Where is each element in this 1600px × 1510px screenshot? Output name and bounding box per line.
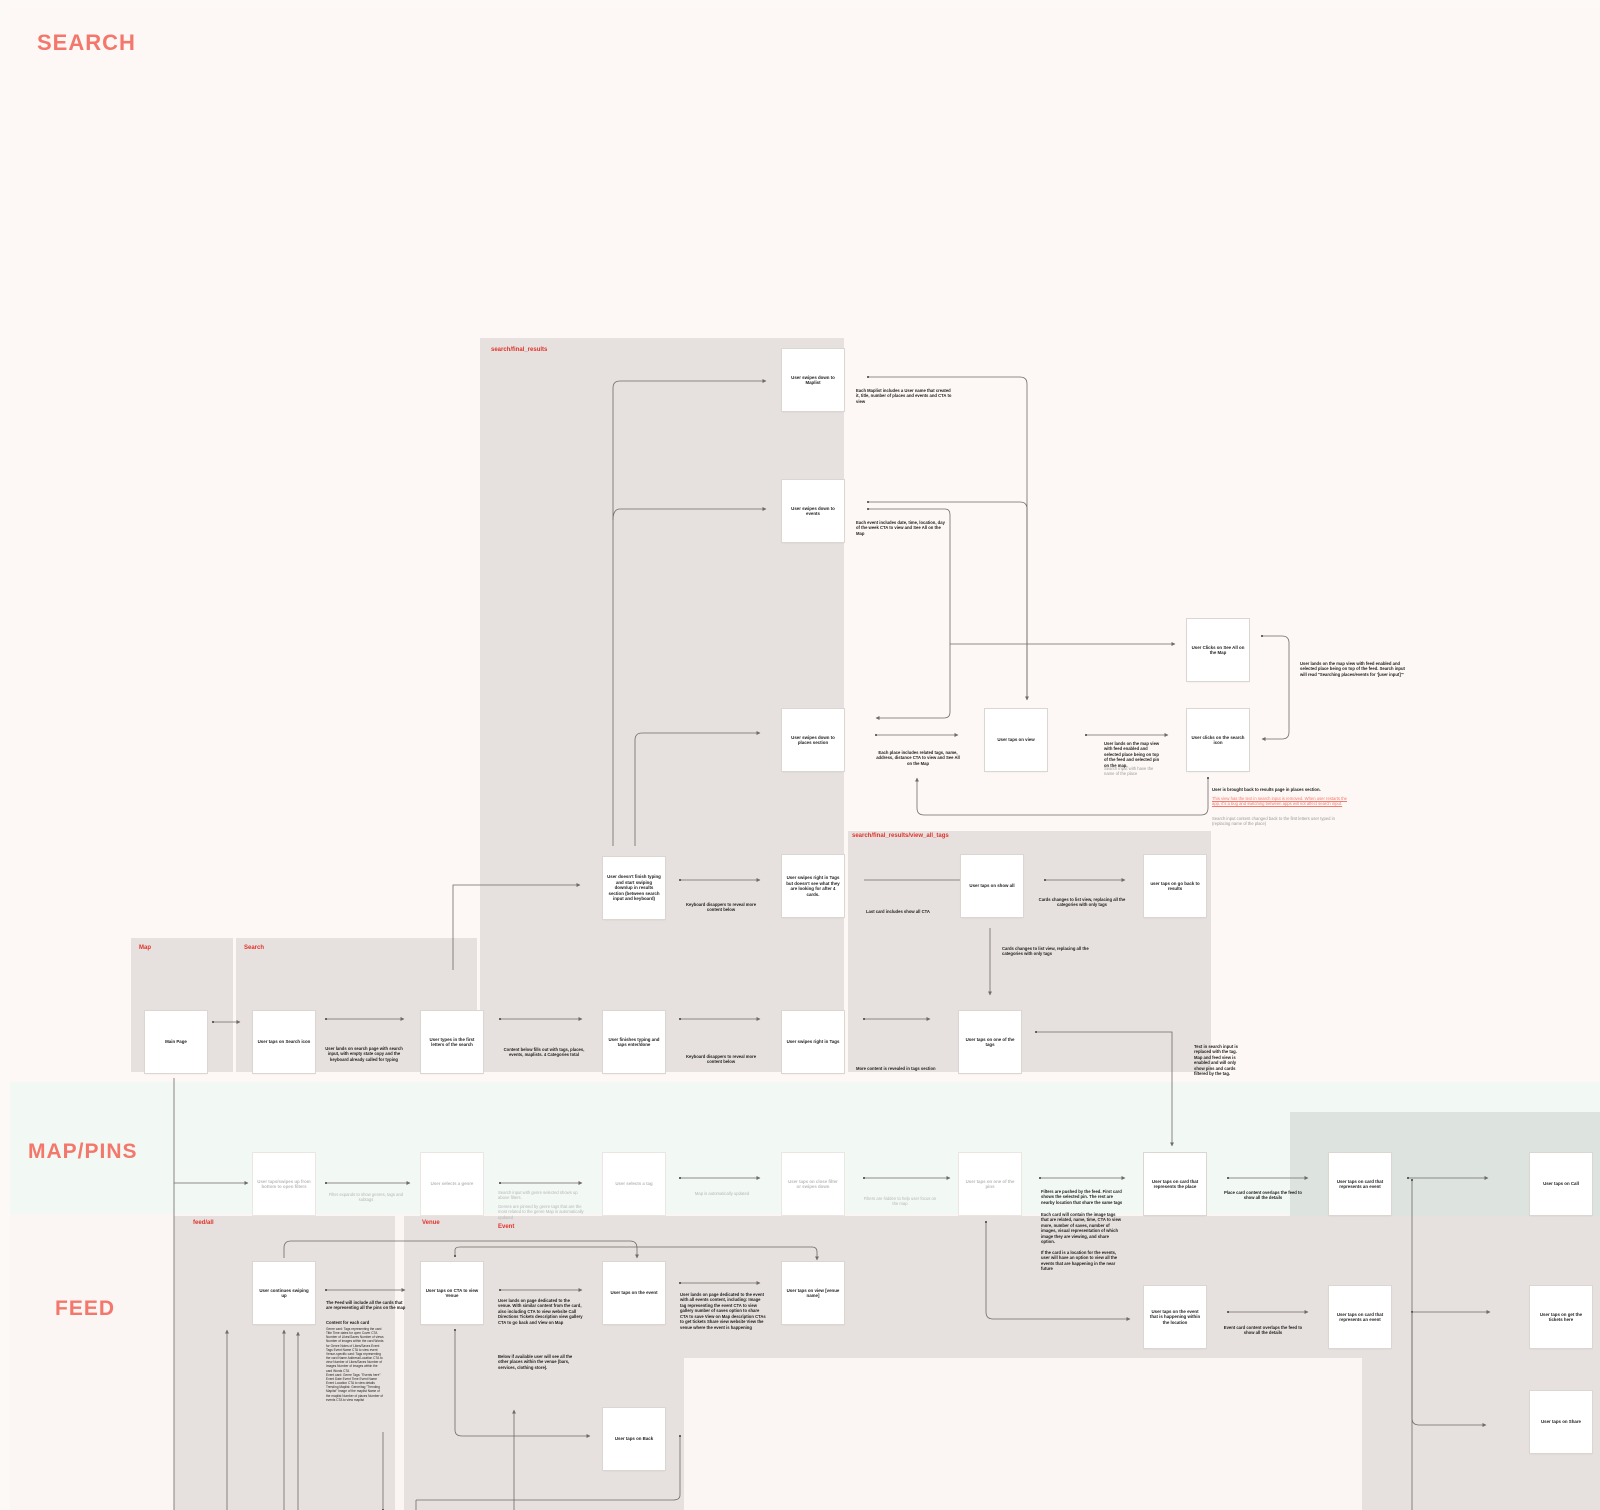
node-taps-back[interactable]: User taps on Back — [603, 1408, 665, 1470]
note-last-card: Last card includes show all CTA — [866, 909, 930, 914]
note-feed-pins: The Feed will include all the cards that… — [326, 1300, 406, 1311]
panel-final-results — [480, 338, 844, 1072]
note-genres-pins: Genres are pinned by genre tags that are… — [498, 1204, 584, 1220]
node-taps-view[interactable]: User taps on view — [985, 709, 1047, 771]
panel-label-venue: Venue — [422, 1220, 440, 1226]
node-card-place[interactable]: User taps on card that represents the pl… — [1144, 1153, 1206, 1215]
node-swipes-events[interactable]: User swipes down to events — [782, 480, 844, 542]
note-cards-list-1: Cards changes to list view, replacing al… — [1038, 897, 1126, 908]
note-kb-disappears-2: Keyboard disappers to reveal more conten… — [685, 1054, 757, 1065]
note-feed-content-title: Content for each card — [326, 1320, 370, 1325]
note-lands-map-feed: User lands on the map view with feed ena… — [1300, 661, 1405, 677]
note-more-content: More content is revealed in tags section — [856, 1066, 936, 1071]
note-red-remark: This view has the text in search input i… — [1212, 796, 1347, 807]
node-swipes-right-not-see[interactable]: User swipes right in Tags but doesn't se… — [782, 855, 844, 917]
node-continues-swiping[interactable]: User continues swiping up — [253, 1262, 315, 1324]
note-brought-back: User is brought back to results page in … — [1212, 787, 1321, 792]
note-input-changed: Search input content changed back to the… — [1212, 816, 1335, 827]
node-finishes-typing[interactable]: User finishes typing and taps enter/done — [603, 1011, 665, 1073]
note-lands-map-view: User lands on the map view with feed ena… — [1104, 741, 1160, 768]
node-swipes-places[interactable]: User swipes down to places section — [782, 709, 844, 771]
node-taps-call[interactable]: User taps on Call — [1530, 1153, 1592, 1215]
note-genre-selected: Search input with genre selected shows u… — [498, 1190, 578, 1201]
note-if-location: If the card is a location for the events… — [1041, 1250, 1118, 1272]
note-kb-disappears-1: Keyboard disappers to reveal more conten… — [685, 902, 757, 913]
node-swipes-maplist[interactable]: User swipes down to Maplist — [782, 349, 844, 411]
panel-label-feed-all: feed/all — [193, 1220, 214, 1226]
note-event-includes: Each event includes date, time, location… — [856, 520, 945, 536]
note-lands-search: User lands on search page with search in… — [325, 1046, 403, 1062]
note-venue-below: Below if available user will see all the… — [498, 1354, 573, 1370]
note-lands-map-view-sub: Search input with have the name of the p… — [1104, 766, 1154, 777]
note-event-card-overlaps: Event card content overlaps the feed to … — [1223, 1325, 1303, 1336]
node-event-happening[interactable]: User taps on the event that is happening… — [1144, 1286, 1206, 1348]
node-taps-pins[interactable]: User taps on one of the pins — [959, 1153, 1021, 1215]
panel-label-final-results: search/final_results — [491, 347, 548, 353]
note-map-updated: Map is automatically updated — [694, 1191, 750, 1196]
note-filter-expands: Filter expands to show genres, tags and … — [328, 1192, 404, 1203]
node-selects-genre[interactable]: User selects a genre — [421, 1153, 483, 1215]
note-place-includes: Each place includes related tags, name, … — [876, 750, 960, 766]
node-taps-share[interactable]: User taps on Share — [1530, 1391, 1592, 1453]
note-event-page: User lands on page dedicated to the even… — [680, 1292, 766, 1330]
band-title-feed: FEED — [55, 1297, 116, 1320]
note-text-replaced: Text in search input is replaced with th… — [1194, 1044, 1238, 1077]
band-title-map-pins: MAP/PINS — [28, 1140, 138, 1163]
panel-label-view-all-tags: search/final_results/view_all_tags — [852, 833, 949, 839]
panel-label-event: Event — [498, 1224, 515, 1230]
node-card-event-feed[interactable]: User taps on card that represents an eve… — [1329, 1286, 1391, 1348]
node-types-letters[interactable]: User types in the first letters of the s… — [421, 1011, 483, 1073]
note-cards-list-2: Cards changes to list view, replacing al… — [1002, 946, 1089, 957]
note-content-below: Content below fills out with tags, place… — [503, 1047, 585, 1058]
note-filters-hidden: Filters are hidden to help user focus on… — [863, 1196, 937, 1207]
note-venue-page: User lands on page dedicated to the venu… — [498, 1298, 583, 1325]
node-card-event-map[interactable]: User taps on card that represents an eve… — [1329, 1153, 1391, 1215]
note-each-card: Each card will contain the image tags th… — [1041, 1212, 1122, 1245]
node-clicks-search-icon[interactable]: User clicks on the search icon — [1187, 709, 1249, 771]
note-filters-pushed: Filters are pushed by the feed. First ca… — [1041, 1189, 1123, 1205]
panel-label-search: Search — [244, 945, 265, 951]
node-search-icon[interactable]: User taps on Search icon — [253, 1011, 315, 1073]
node-main-page[interactable]: Main Page — [145, 1011, 207, 1073]
node-taps-event[interactable]: User taps on the event — [603, 1262, 665, 1324]
panel-feed-right — [1362, 1216, 1600, 1510]
node-doesnt-finish[interactable]: User doesn't finish typing and start swi… — [603, 857, 665, 919]
note-maplist-includes: Each Maplist includes a User name that c… — [856, 388, 952, 404]
node-selects-tag[interactable]: User selects a tag — [603, 1153, 665, 1215]
node-cta-venue[interactable]: User taps on CTA to view Venue — [421, 1262, 483, 1324]
panel-label-map: Map — [139, 945, 151, 951]
note-place-card-overlaps: Place card content overlaps the feed to … — [1224, 1190, 1302, 1201]
node-taps-show-all[interactable]: User taps on show all — [961, 855, 1023, 917]
node-swipes-right-tags[interactable]: User swipes right in Tags — [782, 1011, 844, 1073]
node-clicks-see-all[interactable]: User Clicks on See All on the Map — [1187, 619, 1249, 681]
band-title-search: SEARCH — [37, 30, 136, 55]
node-go-back-results[interactable]: user taps on go back to results — [1144, 855, 1206, 917]
node-swipe-filters[interactable]: User taps/swipes up from bottom to open … — [253, 1153, 315, 1215]
node-get-tickets[interactable]: User taps on get the tickets here — [1530, 1286, 1592, 1348]
note-feed-content-body: Genre card: Tags representing the card T… — [326, 1327, 384, 1402]
node-view-venue-name[interactable]: User taps on view [venue name] — [782, 1262, 844, 1324]
node-taps-close[interactable]: User taps on close filter or swipes down — [782, 1153, 844, 1215]
node-taps-one-tag[interactable]: User taps on one of the tags — [959, 1011, 1021, 1073]
